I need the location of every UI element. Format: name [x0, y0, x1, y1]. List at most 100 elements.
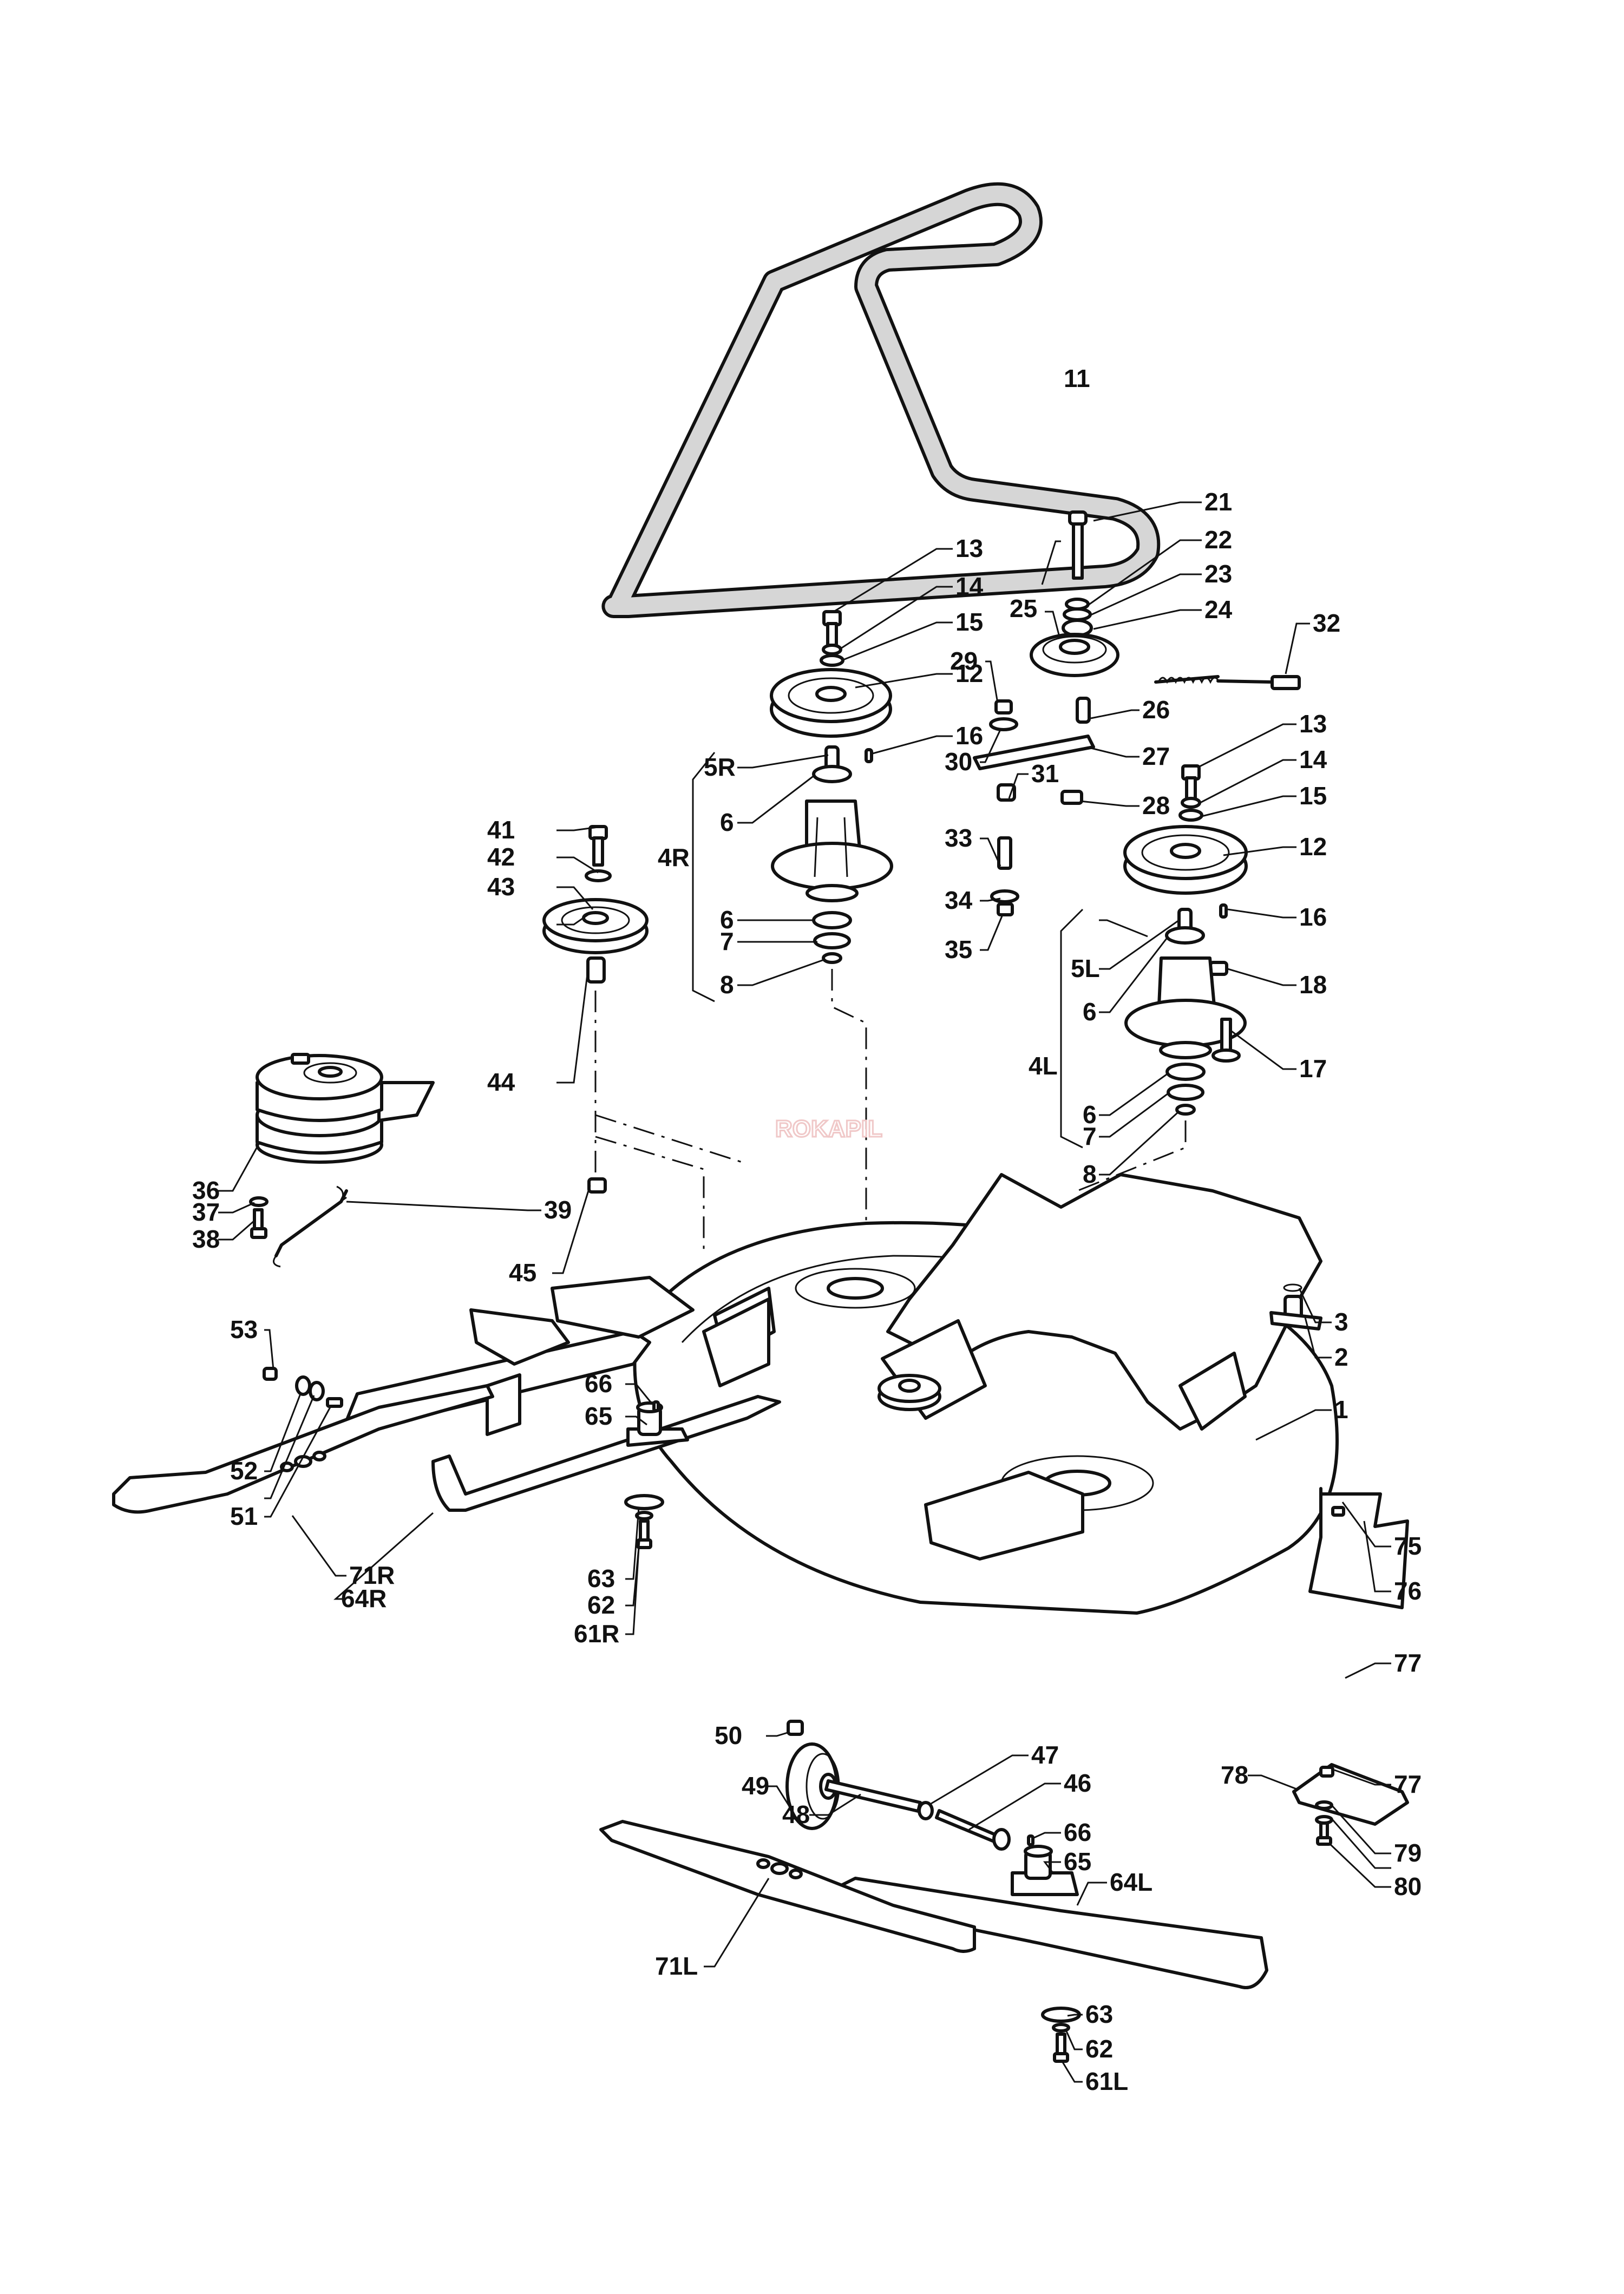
wheel-bolt[interactable]: [935, 1809, 1011, 1851]
label-26[interactable]: 26: [1142, 696, 1170, 724]
spacer-left[interactable]: [1167, 1084, 1204, 1101]
label-4R[interactable]: 4R: [658, 843, 690, 871]
label-24[interactable]: 24: [1204, 595, 1233, 624]
label-14-left[interactable]: 14: [1299, 745, 1327, 774]
label-27[interactable]: 27: [1142, 742, 1170, 770]
label-79[interactable]: 79: [1394, 1839, 1422, 1867]
washer-47[interactable]: [918, 1801, 934, 1820]
washer-37[interactable]: [249, 1196, 269, 1207]
nut-77-lower[interactable]: [1319, 1766, 1334, 1778]
label-51[interactable]: 51: [230, 1502, 258, 1530]
label-28[interactable]: 28: [1142, 791, 1170, 820]
side-plate[interactable]: [1292, 1763, 1409, 1826]
label-41[interactable]: 41: [487, 816, 515, 844]
label-37[interactable]: 37: [192, 1198, 220, 1226]
label-14-right[interactable]: 14: [955, 572, 984, 600]
label-77-lower[interactable]: 77: [1394, 1770, 1422, 1798]
key-left[interactable]: [1219, 903, 1228, 919]
label-50[interactable]: 50: [715, 1721, 742, 1749]
bearing-lower-right[interactable]: [812, 911, 852, 929]
nut-53[interactable]: [263, 1367, 278, 1381]
label-25[interactable]: 25: [1010, 594, 1037, 622]
label-34[interactable]: 34: [945, 886, 973, 914]
label-39[interactable]: 39: [544, 1196, 572, 1224]
label-16-right[interactable]: 16: [955, 722, 983, 750]
circlip-right[interactable]: [822, 952, 842, 964]
label-30[interactable]: 30: [945, 748, 972, 776]
label-3[interactable]: 3: [1334, 1308, 1348, 1336]
washer-30[interactable]: [989, 717, 1018, 731]
label-38[interactable]: 38: [192, 1225, 220, 1253]
circlip-left[interactable]: [1175, 1104, 1196, 1116]
label-47[interactable]: 47: [1031, 1741, 1059, 1769]
label-5R[interactable]: 5R: [704, 753, 736, 781]
carriage-bolt-17[interactable]: [1212, 1018, 1241, 1063]
deflector[interactable]: [1308, 1487, 1409, 1609]
washer-right[interactable]: [820, 654, 844, 667]
cutting-deck[interactable]: [633, 1173, 1339, 1615]
label-8-left[interactable]: 8: [1083, 1160, 1097, 1188]
label-32[interactable]: 32: [1313, 609, 1340, 637]
label-29[interactable]: 29: [950, 647, 978, 675]
idler-arm[interactable]: [973, 735, 1095, 770]
nut-45[interactable]: [587, 1177, 607, 1194]
label-49[interactable]: 49: [742, 1772, 769, 1800]
label-62-right[interactable]: 62: [587, 1591, 615, 1619]
key-right[interactable]: [865, 748, 873, 763]
stud-33[interactable]: [997, 836, 1012, 870]
label-46[interactable]: 46: [1064, 1769, 1091, 1797]
label-11[interactable]: 11: [1064, 364, 1090, 392]
label-8-right[interactable]: 8: [720, 971, 734, 999]
label-64L[interactable]: 64L: [1110, 1868, 1152, 1896]
label-7-left[interactable]: 7: [1083, 1122, 1097, 1150]
label-45[interactable]: 45: [509, 1259, 536, 1287]
blade-hub-right[interactable]: [626, 1401, 689, 1447]
pivot-pin-2[interactable]: [1269, 1295, 1322, 1330]
blade-pulley-left[interactable]: [1123, 825, 1248, 895]
lock-washer-left[interactable]: [1181, 797, 1201, 809]
lock-washer-right-62[interactable]: [635, 1511, 653, 1520]
label-61L[interactable]: 61L: [1085, 2067, 1128, 2095]
label-66-right[interactable]: 66: [585, 1369, 612, 1398]
label-21[interactable]: 21: [1204, 488, 1232, 516]
label-22[interactable]: 22: [1204, 526, 1232, 554]
label-6-lower-right[interactable]: 6: [720, 906, 734, 934]
pulley-bolt-left[interactable]: [1181, 764, 1201, 801]
blade-left[interactable]: [832, 1877, 1268, 1989]
label-31[interactable]: 31: [1031, 759, 1059, 788]
bearing-lower-left[interactable]: [1165, 1063, 1206, 1081]
idler-bolt[interactable]: [1068, 510, 1088, 580]
nut-29[interactable]: [994, 699, 1013, 715]
label-1[interactable]: 1: [1334, 1395, 1348, 1424]
washers-52[interactable]: [295, 1375, 325, 1401]
label-75[interactable]: 75: [1394, 1532, 1422, 1560]
label-15-left[interactable]: 15: [1299, 782, 1327, 810]
label-13-right[interactable]: 13: [955, 534, 983, 562]
label-65-right[interactable]: 65: [585, 1402, 612, 1430]
idler-spring-washer[interactable]: [1063, 607, 1092, 621]
tension-spring-adjuster[interactable]: [1154, 675, 1301, 690]
spring-39[interactable]: [273, 1185, 348, 1268]
blade-pulley-right[interactable]: [770, 668, 892, 738]
label-4L[interactable]: 4L: [1029, 1052, 1058, 1080]
label-12-left[interactable]: 12: [1299, 833, 1327, 861]
idler-spacer[interactable]: [1076, 697, 1091, 724]
label-12-right[interactable]: 12: [955, 659, 983, 687]
clip-3[interactable]: [1283, 1283, 1302, 1292]
label-66-left[interactable]: 66: [1064, 1818, 1091, 1846]
label-62-left[interactable]: 62: [1085, 2035, 1113, 2063]
blade-bolt-left[interactable]: [1053, 2033, 1069, 2063]
label-16-left[interactable]: 16: [1299, 903, 1327, 931]
nut-50[interactable]: [787, 1720, 804, 1736]
label-63-right[interactable]: 63: [587, 1564, 615, 1592]
label-13-left[interactable]: 13: [1299, 710, 1327, 738]
label-78[interactable]: 78: [1221, 1761, 1248, 1789]
label-33[interactable]: 33: [945, 824, 972, 852]
label-6-upper-left[interactable]: 6: [1083, 998, 1097, 1026]
label-17[interactable]: 17: [1299, 1054, 1327, 1083]
label-63-left[interactable]: 63: [1085, 2000, 1113, 2028]
lock-washer-right[interactable]: [822, 644, 842, 656]
drive-belt[interactable]: [601, 182, 1161, 618]
mulching-blade-left[interactable]: [599, 1820, 976, 1953]
label-15-right[interactable]: 15: [955, 608, 983, 636]
